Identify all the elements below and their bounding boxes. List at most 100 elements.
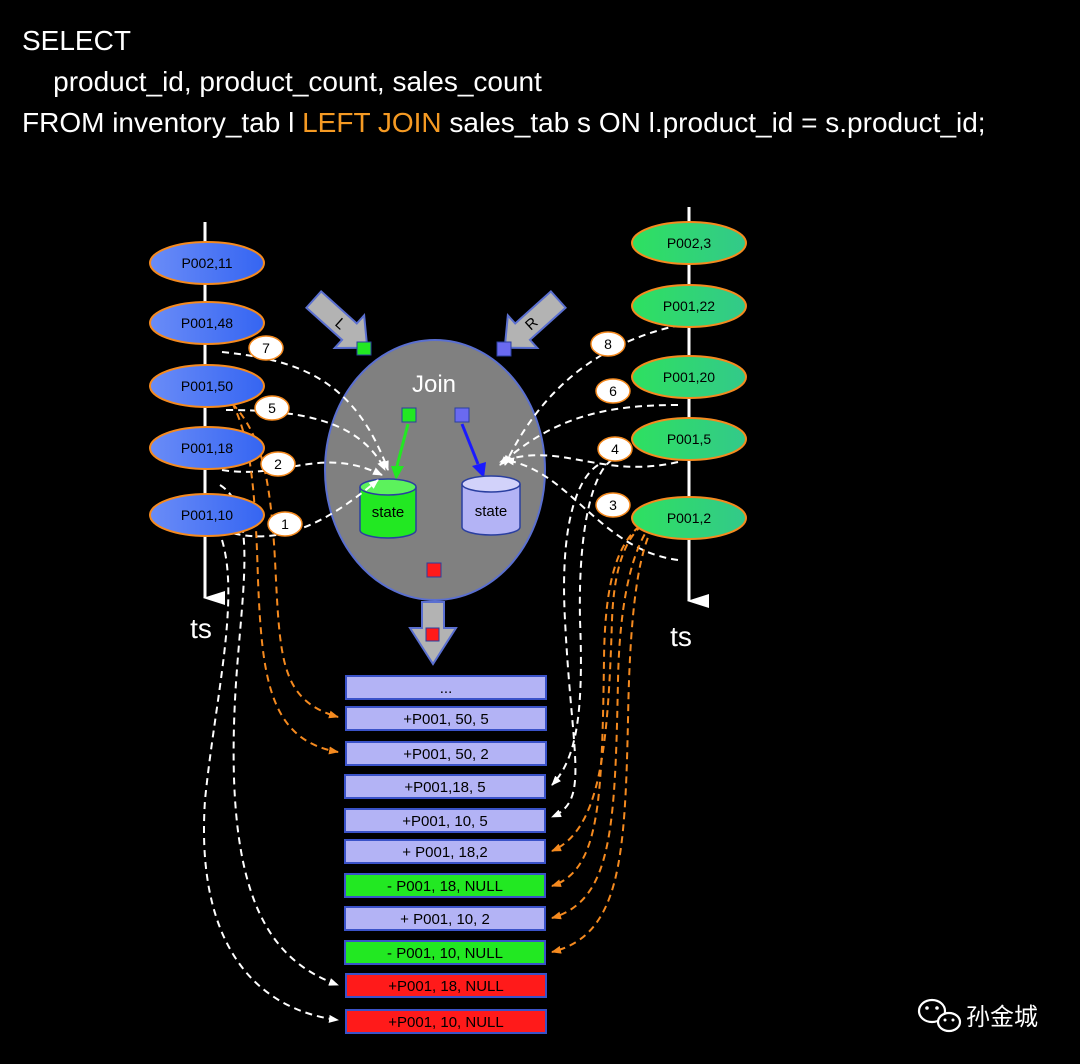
output-row-4: +P001, 10, 5 [344, 808, 546, 833]
right-record-2: P001,20 [631, 355, 747, 399]
output-row-text: +P001, 50, 5 [403, 711, 489, 728]
left-18-to-null-row [219, 484, 339, 986]
right-axis-label: ts [670, 621, 692, 652]
right-record-marker [496, 341, 512, 357]
step-badge-8: 8 [590, 331, 626, 357]
right-5-to-row-18-5 [551, 459, 613, 786]
output-row-8: - P001, 10, NULL [344, 940, 546, 965]
left-record-label: P001,18 [181, 440, 233, 456]
right-record-label: P001,5 [667, 431, 712, 447]
sql-line-1: SELECT [22, 25, 131, 56]
output-row-text: +P001,18, 5 [404, 779, 485, 796]
output-row-5: + P001, 18,2 [344, 839, 546, 864]
step-number: 8 [604, 336, 612, 352]
left-state-write-arrow [395, 423, 410, 467]
left-state-label: state [372, 504, 405, 521]
step-badge-5: 5 [254, 395, 290, 421]
left-record-3: P001,18 [149, 426, 265, 470]
output-row-9: +P001, 18, NULL [345, 973, 547, 998]
right-record-4: P001,2 [631, 496, 747, 540]
right-state-label: state [475, 503, 508, 520]
sql-left-join-keyword: LEFT JOIN [302, 107, 442, 138]
step-7-arrow [221, 351, 389, 471]
left-record-label: P001,10 [181, 507, 233, 523]
step-number: 1 [281, 516, 289, 532]
step-badge-3: 3 [595, 492, 631, 518]
step-number: 3 [609, 497, 617, 513]
right-record-3: P001,5 [631, 417, 747, 461]
step-number: 6 [609, 383, 617, 399]
right-input-arrow: R [503, 289, 568, 350]
join-operator: Join L R state state [304, 289, 568, 666]
output-row-text: ... [440, 680, 453, 697]
left-record-marker [356, 341, 372, 356]
step-badge-7: 7 [248, 335, 284, 361]
step-4-arrow [499, 454, 679, 468]
left-record-2: P001,50 [149, 364, 265, 408]
right-record-label: P001,22 [663, 298, 715, 314]
output-arrow-marker [425, 627, 440, 642]
left-50-to-row-50-2 [225, 391, 339, 755]
output-row-0: ... [345, 675, 547, 700]
step-3-arrow [504, 457, 679, 561]
output-row-text: - P001, 18, NULL [387, 878, 503, 895]
output-row-text: + P001, 10, 2 [400, 911, 490, 928]
output-row-text: +P001, 18, NULL [388, 978, 504, 995]
left-record-0: P002,11 [149, 241, 265, 285]
join-title: Join [412, 371, 456, 398]
output-changelog: ... +P001, 50, 5 +P001, 50, 2 +P001,18, 5 +P… [344, 675, 547, 1034]
right-2-to-row-10-2 [551, 509, 671, 920]
right-record-label: P001,20 [663, 369, 715, 385]
left-input-arrow: L [304, 289, 369, 350]
output-row-3: +P001,18, 5 [344, 774, 546, 799]
wechat-icon [917, 998, 962, 1033]
left-record-label: P001,50 [181, 378, 233, 394]
output-row-text: +P001, 10, 5 [402, 813, 488, 830]
step-5-arrow [225, 409, 386, 471]
sql-line-2: product_id, product_count, sales_count [22, 66, 542, 97]
left-record-label: P001,48 [181, 315, 233, 331]
step-badge-6: 6 [595, 378, 631, 404]
right-record-label: P001,2 [667, 510, 712, 526]
output-row-6: - P001, 18, NULL [344, 873, 546, 898]
step-badge-4: 4 [597, 436, 633, 462]
right-state-store: state [461, 475, 521, 536]
sql-query: SELECT product_id, product_count, sales_… [22, 20, 986, 143]
step-number: 7 [262, 340, 270, 356]
right-5-to-row-10-5 [551, 464, 599, 818]
output-row-text: +P001, 10, NULL [388, 1014, 504, 1031]
step-badge-2: 2 [260, 451, 296, 477]
watermark: 孙金城 [917, 998, 1038, 1033]
output-record-marker [426, 562, 442, 578]
step-badge-1: 1 [267, 511, 303, 537]
sql-line-3-from: FROM inventory_tab l [22, 107, 303, 138]
watermark-text: 孙金城 [966, 1003, 1038, 1031]
output-row-text: - P001, 10, NULL [387, 945, 503, 962]
left-record-4: P001,10 [149, 493, 265, 537]
step-badges: 1 2 3 4 5 6 7 8 [248, 331, 633, 537]
step-number: 2 [274, 456, 282, 472]
step-8-arrow [504, 324, 681, 466]
output-arrow [408, 601, 458, 666]
right-record-1: P001,22 [631, 284, 747, 328]
output-row-7: + P001, 10, 2 [344, 906, 546, 931]
sql-line-3-on: sales_tab s ON l.product_id = s.product_… [441, 107, 986, 138]
output-row-1: +P001, 50, 5 [345, 706, 547, 731]
left-axis-label: ts [190, 613, 212, 644]
left-record-inner-marker [401, 407, 417, 423]
left-record-label: P002,11 [181, 255, 232, 271]
output-row-10: +P001, 10, NULL [345, 1009, 547, 1034]
right-record-label: P002,3 [667, 235, 712, 251]
step-6-arrow [499, 404, 679, 466]
output-row-text: +P001, 50, 2 [403, 746, 489, 763]
step-number: 5 [268, 400, 276, 416]
left-record-1: P001,48 [149, 301, 265, 345]
right-record-0: P002,3 [631, 221, 747, 265]
right-record-inner-marker [454, 407, 470, 423]
step-1-arrow [221, 479, 379, 538]
right-state-write-arrow [460, 423, 480, 465]
output-row-text: + P001, 18,2 [402, 844, 488, 861]
